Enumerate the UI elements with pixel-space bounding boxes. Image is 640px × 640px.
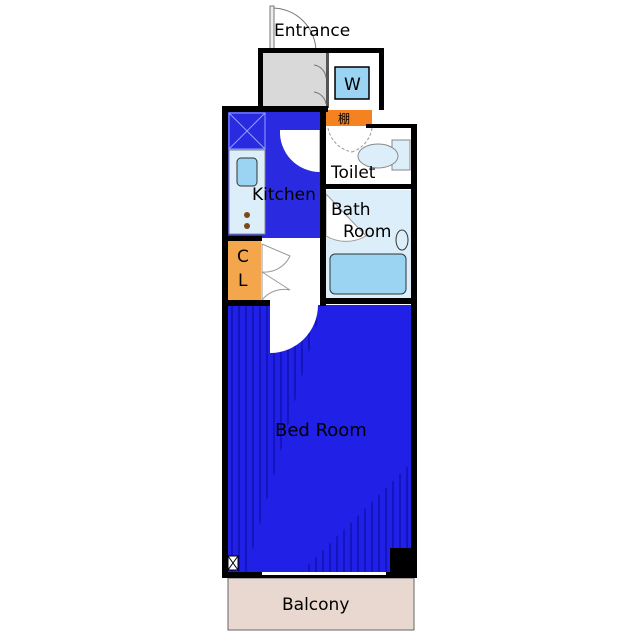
sink	[236, 157, 258, 187]
entrance-floor	[262, 52, 328, 106]
closet-label-l: L	[238, 271, 248, 291]
wash-basin	[395, 229, 409, 251]
bedroom-label: Bed Room	[275, 420, 367, 441]
stove-burner	[244, 223, 250, 229]
washer-box	[334, 66, 370, 100]
bath-door-swing	[325, 192, 367, 242]
bedroom-stripes	[228, 305, 322, 573]
wall	[222, 300, 270, 306]
wall	[320, 106, 326, 306]
wall	[222, 106, 328, 112]
washer-label: W	[344, 75, 361, 95]
bath-label: Bath	[331, 200, 371, 220]
fridge-cross	[228, 112, 266, 150]
closet-label-c: C	[237, 247, 249, 267]
closet-door-swing	[261, 243, 291, 302]
shelf-label: 棚	[338, 111, 350, 126]
wall	[366, 124, 417, 128]
entrance-label: Entrance	[274, 21, 350, 41]
wall	[222, 236, 262, 241]
toilet-label: Toilet	[330, 163, 376, 183]
balcony-floor	[227, 577, 415, 631]
vent-cross	[227, 555, 239, 571]
shelf	[326, 110, 372, 126]
column	[390, 548, 414, 574]
toilet-bowl	[357, 143, 399, 169]
bath-room-label: Room	[343, 222, 391, 242]
wall	[379, 48, 384, 110]
kitchen-label: Kitchen	[252, 185, 316, 205]
toilet-door-swing	[327, 127, 373, 153]
stove-burner	[244, 212, 250, 218]
wall	[320, 298, 417, 304]
kitchen-door-swing	[279, 130, 320, 173]
wall	[320, 184, 417, 189]
wall	[326, 53, 329, 108]
wall	[411, 124, 417, 576]
bedroom-stripes	[300, 460, 414, 573]
bedroom-door-swing	[270, 305, 318, 353]
bath-tub	[329, 253, 407, 295]
wall	[258, 48, 384, 53]
closet	[228, 240, 261, 302]
wall	[258, 48, 263, 110]
balcony-window	[262, 572, 386, 575]
entrance-door-swing	[271, 7, 317, 53]
wall	[222, 106, 228, 576]
washer-door-swing	[313, 64, 327, 105]
balcony-label: Balcony	[282, 595, 349, 615]
